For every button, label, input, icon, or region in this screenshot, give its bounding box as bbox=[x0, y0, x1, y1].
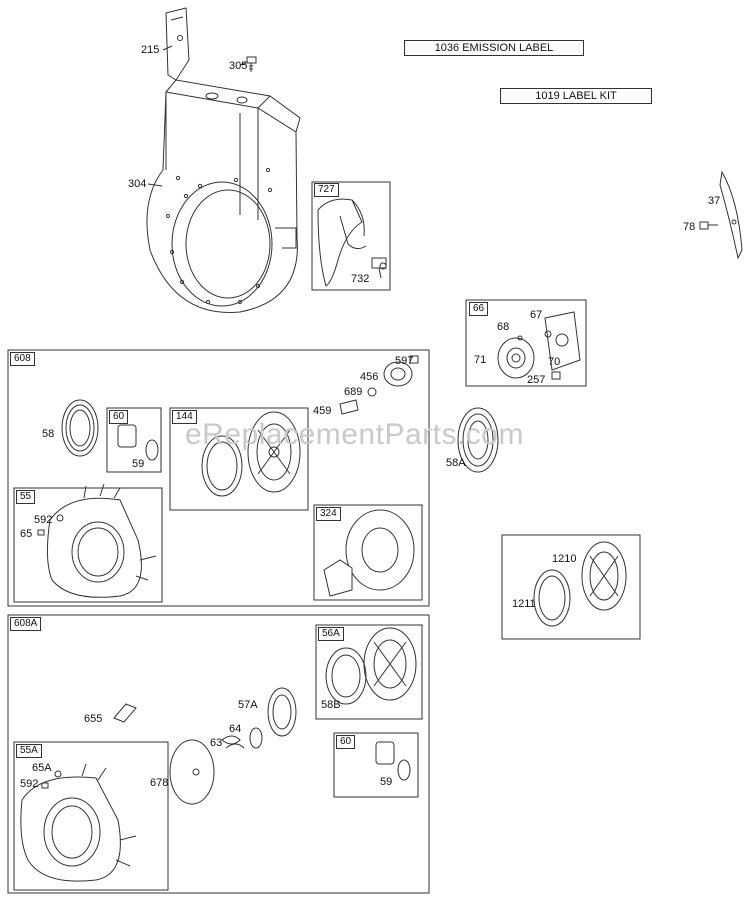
callout-59: 59 bbox=[132, 458, 145, 470]
callout-63: 63 bbox=[210, 737, 223, 749]
callout-71: 71 bbox=[474, 354, 487, 366]
callout-597: 597 bbox=[395, 355, 414, 367]
group-box-55 bbox=[13, 487, 163, 603]
part-57a-spring bbox=[267, 687, 297, 737]
part-727-latch bbox=[317, 198, 367, 287]
part-60b-pawl bbox=[375, 741, 411, 781]
callout-58: 58 bbox=[42, 428, 55, 440]
group-box-727 bbox=[311, 181, 391, 291]
callout-655: 655 bbox=[84, 713, 103, 725]
part-37-bracket bbox=[719, 170, 743, 260]
part-144-pulley bbox=[201, 411, 301, 497]
part-597-456-hub bbox=[339, 355, 419, 415]
group-tag-608a: 608A bbox=[10, 617, 42, 631]
callout-65: 65 bbox=[20, 528, 33, 540]
group-tag-324: 324 bbox=[316, 507, 341, 521]
callout-57a: 57A bbox=[238, 699, 258, 711]
group-tag-56a: 56A bbox=[318, 627, 344, 641]
part-324-pulley bbox=[323, 509, 415, 597]
group-box-66 bbox=[465, 299, 587, 387]
callout-732: 732 bbox=[351, 273, 370, 285]
group-box-1210 bbox=[501, 534, 641, 640]
callout-59b: 59 bbox=[380, 776, 393, 788]
callout-678: 678 bbox=[150, 777, 169, 789]
group-tag-55: 55 bbox=[16, 490, 36, 504]
group-box-608a bbox=[7, 614, 430, 894]
group-box-324 bbox=[313, 504, 423, 601]
group-tag-60b: 60 bbox=[336, 735, 356, 749]
group-box-144 bbox=[169, 407, 309, 511]
part-58a-spring bbox=[457, 407, 499, 473]
part-678-plate bbox=[169, 739, 215, 805]
callout-58b: 58B bbox=[321, 699, 341, 711]
part-60-pawl bbox=[117, 424, 159, 461]
group-tag-144: 144 bbox=[172, 410, 197, 424]
group-tag-608: 608 bbox=[10, 352, 35, 366]
callout-592b: 592 bbox=[20, 778, 39, 790]
callout-215: 215 bbox=[141, 44, 160, 56]
group-tag-55a: 55A bbox=[16, 744, 42, 758]
part-1211-spring bbox=[533, 569, 571, 627]
group-box-60b bbox=[333, 732, 419, 798]
callout-68: 68 bbox=[497, 321, 510, 333]
group-tag-66: 66 bbox=[469, 302, 489, 316]
group-box-55a bbox=[13, 741, 169, 891]
group-tag-60: 60 bbox=[109, 410, 129, 424]
callout-1210: 1210 bbox=[552, 553, 577, 565]
callout-64: 64 bbox=[229, 723, 242, 735]
part-55a-housing bbox=[20, 763, 137, 882]
emission-label-box: 1036 EMISSION LABEL bbox=[404, 40, 584, 56]
group-tag-727: 727 bbox=[314, 183, 339, 197]
group-box-608 bbox=[7, 349, 430, 607]
callout-37: 37 bbox=[708, 195, 721, 207]
label-kit-box: 1019 LABEL KIT bbox=[500, 88, 652, 104]
callout-304: 304 bbox=[128, 178, 147, 190]
part-215-bracket bbox=[162, 7, 190, 81]
callout-67: 67 bbox=[530, 309, 543, 321]
part-78-screw bbox=[699, 221, 718, 230]
callout-456: 456 bbox=[360, 371, 379, 383]
part-305-screw bbox=[239, 56, 257, 72]
part-732-screw bbox=[371, 257, 387, 279]
callout-78: 78 bbox=[683, 221, 696, 233]
callout-689: 689 bbox=[344, 386, 363, 398]
part-56a-pulley bbox=[325, 627, 417, 705]
callout-459: 459 bbox=[313, 405, 332, 417]
callout-257: 257 bbox=[527, 374, 546, 386]
callout-70: 70 bbox=[548, 356, 561, 368]
group-box-60 bbox=[106, 407, 162, 473]
callout-58a: 58A bbox=[446, 457, 466, 469]
part-55-housing bbox=[37, 483, 157, 598]
part-655-clip bbox=[113, 703, 137, 723]
group-box-56a bbox=[315, 624, 423, 720]
part-58-spring bbox=[61, 399, 99, 457]
callout-305: 305 bbox=[229, 60, 248, 72]
callout-1211: 1211 bbox=[512, 598, 536, 610]
watermark: eReplacementParts.com bbox=[185, 418, 524, 451]
part-66-pawl-assembly bbox=[497, 311, 581, 380]
part-63-64-spring bbox=[221, 727, 263, 749]
callout-65a: 65A bbox=[32, 762, 52, 774]
part-1210-pulley bbox=[581, 541, 627, 611]
part-304-blower-housing bbox=[146, 79, 301, 313]
callout-592: 592 bbox=[34, 514, 53, 526]
